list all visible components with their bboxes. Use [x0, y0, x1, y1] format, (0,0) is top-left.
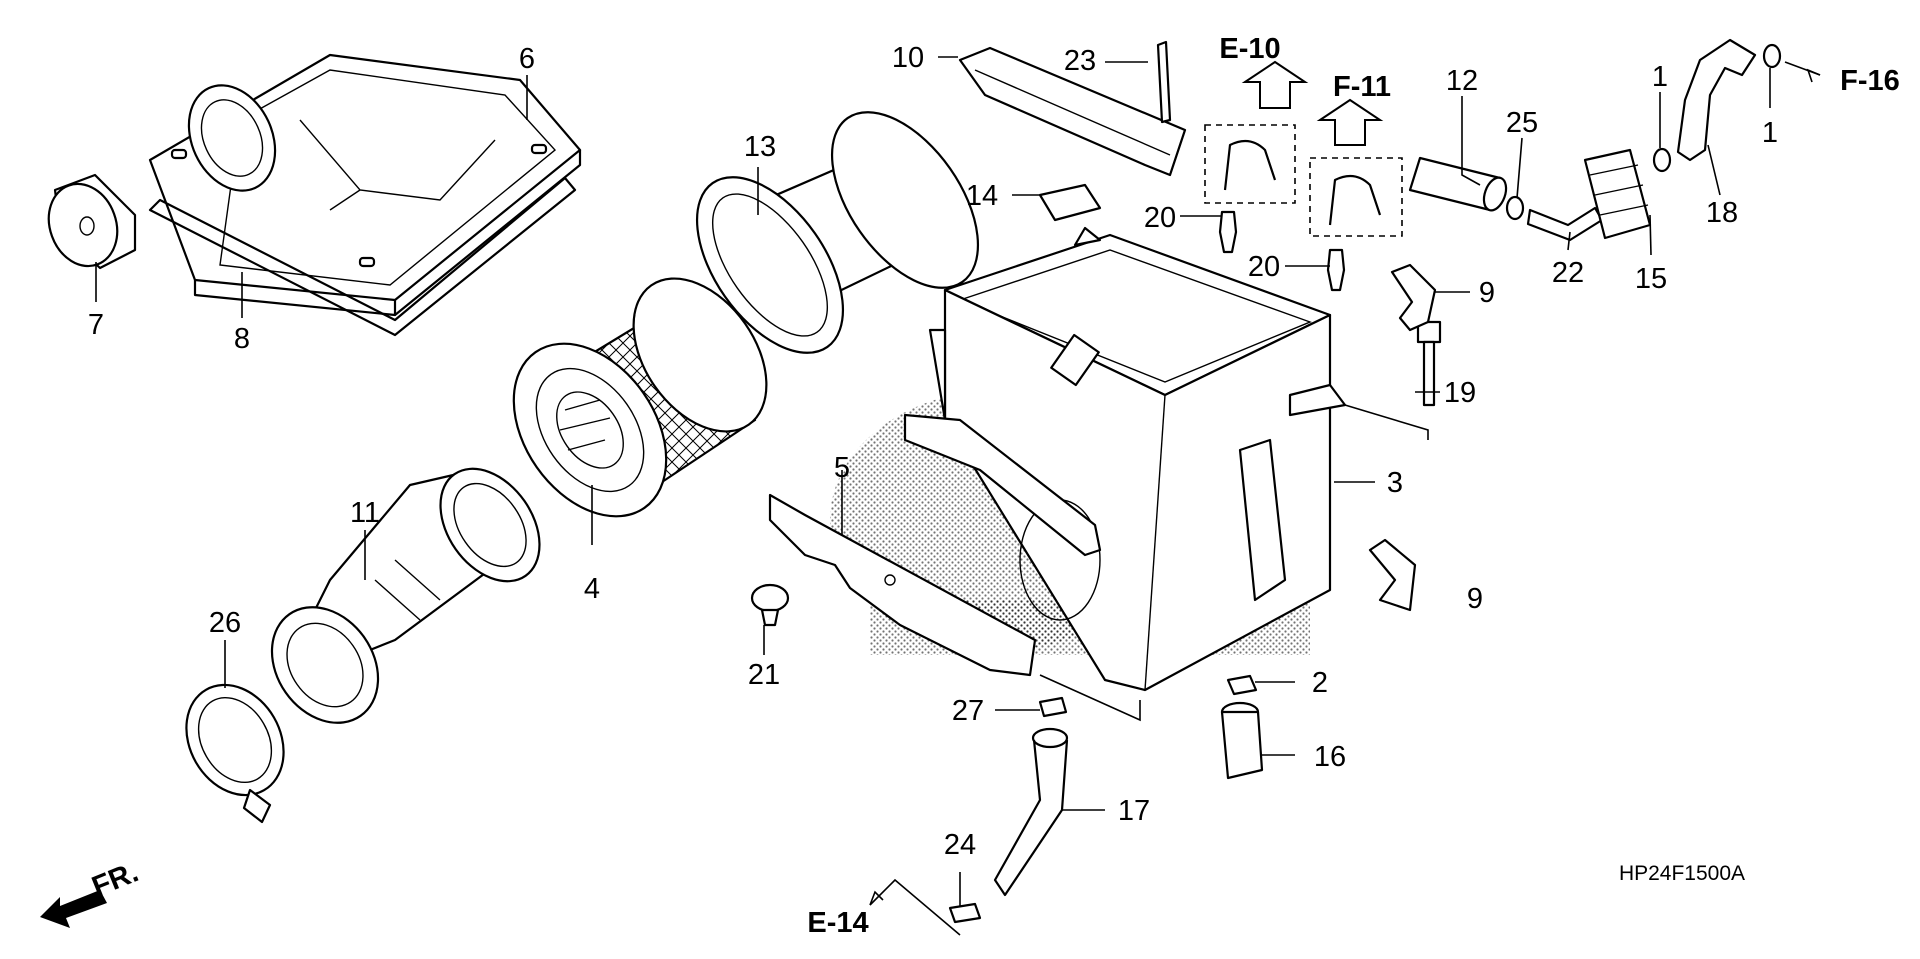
case-stay: [768, 493, 1037, 677]
callout-1b: 1: [1762, 117, 1778, 149]
callout-1a: 1: [1652, 61, 1668, 93]
air-cleaner-case: [928, 226, 1347, 692]
callout-16: 16: [1314, 741, 1346, 773]
callout-20b: 20: [1248, 251, 1280, 283]
drain-cap: [47, 173, 137, 270]
callout-7: 7: [88, 309, 104, 341]
ref-box-e10: [1204, 60, 1309, 204]
callout-18: 18: [1706, 197, 1738, 229]
leader-lines: [95, 56, 1821, 936]
drawing-code: HP24F1500A: [1619, 862, 1745, 885]
breather-joint-b: [1326, 248, 1346, 292]
front-direction-arrow: [40, 890, 107, 928]
pin-23: [1156, 40, 1172, 124]
callout-17: 17: [1118, 795, 1150, 827]
ref-e14: E-14: [807, 907, 868, 939]
callout-3: 3: [1387, 467, 1403, 499]
connecting-tube: [270, 467, 541, 724]
holder-strap: [958, 46, 1187, 177]
clip-25: [1505, 195, 1525, 221]
tube-clip-27: [1038, 696, 1068, 718]
callout-4: 4: [584, 573, 600, 605]
callout-19: 19: [1444, 377, 1476, 409]
tube-clip-24: [948, 902, 982, 924]
callout-12: 12: [1446, 65, 1478, 97]
callout-10: 10: [892, 42, 924, 74]
callout-23: 23: [1064, 45, 1096, 77]
joint-22: [1526, 206, 1604, 242]
tube-clip-2: [1226, 674, 1258, 696]
callout-25: 25: [1506, 107, 1538, 139]
drain-cap-16: [1220, 701, 1264, 780]
callout-5: 5: [834, 452, 850, 484]
air-cleaner-element: [512, 277, 768, 518]
ref-f11: F-11: [1333, 71, 1391, 103]
callout-21: 21: [748, 659, 780, 691]
callout-22: 22: [1552, 257, 1584, 289]
front-label: FR.: [88, 856, 143, 903]
cover-seal: [148, 176, 577, 337]
hose-clip-1a: [1652, 147, 1672, 173]
outer-foam-element: [695, 111, 980, 354]
callout-15: 15: [1635, 263, 1667, 295]
callout-11: 11: [350, 497, 380, 529]
callout-13: 13: [744, 131, 776, 163]
drain-tube-17: [993, 727, 1069, 897]
hose-18: [1676, 38, 1757, 162]
ref-box-f11: [1309, 98, 1403, 237]
callout-9b: 9: [1467, 583, 1483, 615]
ref-f16: F-16: [1840, 65, 1900, 97]
callout-26: 26: [209, 607, 241, 639]
clamp-band: [185, 683, 285, 824]
breather-tube-12: [1408, 156, 1508, 212]
trim-clip: [750, 583, 790, 627]
callout-24: 24: [944, 829, 976, 861]
ref-e10: E-10: [1219, 33, 1280, 65]
bolt-19: [1416, 320, 1442, 407]
air-cleaner-cover: [148, 53, 582, 317]
callout-20a: 20: [1144, 202, 1176, 234]
side-stay: [903, 413, 1102, 557]
callout-8: 8: [234, 323, 250, 355]
clamp-9-upper: [1390, 263, 1437, 332]
callout-14: 14: [966, 180, 998, 212]
callout-9a: 9: [1479, 277, 1495, 309]
callout-2: 2: [1312, 667, 1328, 699]
breather-joint-a: [1218, 210, 1238, 254]
callout-27: 27: [952, 695, 984, 727]
callout-6: 6: [519, 43, 535, 75]
hose-clip-1b: [1762, 43, 1782, 69]
sponge-pad: [1038, 183, 1102, 222]
clamp-9-lower: [1368, 538, 1417, 612]
